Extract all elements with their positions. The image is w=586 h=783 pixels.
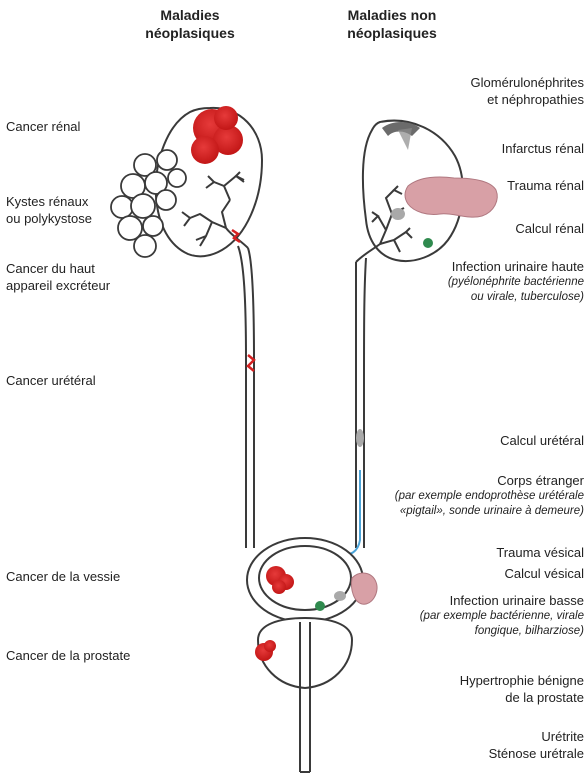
label-line: appareil excréteur <box>6 278 111 293</box>
label-line: Infection urinaire basse <box>449 593 584 608</box>
right-calyx-cups <box>371 185 413 239</box>
label-line: «pigtail», sonde urinaire à demeure) <box>399 505 584 517</box>
label-line: Infarctus rénal <box>501 141 584 156</box>
label-trauma-renal: Trauma rénal <box>507 177 584 194</box>
label-cancer-renal: Cancer rénal <box>6 118 80 135</box>
label-line: Urétrite <box>541 729 584 744</box>
left-ureter <box>247 247 255 548</box>
header-line: Maladies non <box>347 7 437 23</box>
ureteral-calculus <box>356 429 364 447</box>
header-line: Maladies <box>160 7 220 23</box>
label-line: Corps étranger <box>497 473 584 488</box>
label-line: Cancer de la prostate <box>6 648 131 663</box>
label-line: Calcul rénal <box>515 221 584 236</box>
label-trauma-vesical: Trauma vésical <box>496 544 584 561</box>
upper-tract-tumor <box>231 228 241 244</box>
label-infection-basse: Infection urinaire basse (par exemple ba… <box>420 592 584 639</box>
label-cancer-ureteral: Cancer urétéral <box>6 372 96 389</box>
left-ureter-inner <box>237 245 247 548</box>
label-line: Cancer de la vessie <box>6 569 121 584</box>
label-calcul-vesical: Calcul vésical <box>505 565 584 582</box>
label-line: (par exemple bactérienne, virale <box>419 610 584 622</box>
label-line: Calcul vésical <box>504 566 584 581</box>
label-line: Trauma rénal <box>507 178 584 193</box>
bladder-calculus <box>334 591 346 601</box>
label-line: et néphropathies <box>487 92 584 107</box>
label-line: Cancer du haut <box>6 261 95 276</box>
label-cancer-haut-appareil: Cancer du haut appareil excréteur <box>6 260 110 294</box>
right-ureter-outer <box>363 257 367 548</box>
header-neoplastic: Maladies néoplasiques <box>115 6 265 42</box>
label-line: Hypertrophie bénigne <box>459 673 584 688</box>
label-line: Trauma vésical <box>496 545 584 560</box>
upper-infection-dot <box>423 238 433 248</box>
label-line: (par exemple endoprothèse urétérale <box>394 490 584 502</box>
left-calyx-cups <box>181 171 245 227</box>
urethra <box>299 622 311 772</box>
label-glomerulonephrites: Glomérulonéphrites et néphropathies <box>471 74 584 108</box>
renal-trauma <box>404 176 498 218</box>
renal-calculus <box>391 208 405 220</box>
label-calcul-ureteral: Calcul urétéral <box>500 432 584 449</box>
label-corps-etranger: Corps étranger (par exemple endoprothèse… <box>395 472 584 519</box>
kidney-cysts <box>110 149 187 258</box>
label-infarctus-renal: Infarctus rénal <box>502 140 584 157</box>
label-line: Calcul urétéral <box>500 433 584 448</box>
label-uretrite: Urétrite Sténose urétrale <box>489 728 584 762</box>
label-line: de la prostate <box>505 690 584 705</box>
infarct-zone <box>398 128 412 150</box>
label-line: (pyélonéphrite bactérienne <box>447 276 584 288</box>
bladder-inner <box>258 545 352 611</box>
header-line: néoplasiques <box>347 25 437 41</box>
bladder-trauma <box>351 572 378 605</box>
label-cancer-prostate: Cancer de la prostate <box>6 647 130 664</box>
label-line: Sténose urétrale <box>488 746 584 761</box>
label-line: Glomérulonéphrites <box>470 75 584 90</box>
label-line: Kystes rénaux <box>6 194 89 209</box>
right-renal-pelvis <box>355 189 407 263</box>
prostate-outline <box>256 616 354 690</box>
label-line: Cancer rénal <box>6 119 81 134</box>
label-kystes-renaux: Kystes rénaux ou polykystose <box>6 193 92 227</box>
label-hypertrophie-prostate: Hypertrophie bénigne de la prostate <box>460 672 584 706</box>
label-line: ou virale, tuberculose) <box>470 291 584 303</box>
kidney-tumor <box>191 106 243 164</box>
label-cancer-vessie: Cancer de la vessie <box>6 568 120 585</box>
label-infection-haute: Infection urinaire haute (pyélonéphrite … <box>448 258 584 305</box>
bladder-tumor <box>266 566 294 594</box>
prostate-tumor <box>255 640 276 661</box>
left-renal-pelvis <box>189 174 249 249</box>
header-non-neoplastic: Maladies non néoplasiques <box>317 6 467 42</box>
label-line: Cancer urétéral <box>6 373 96 388</box>
lower-infection-dot <box>315 601 325 611</box>
label-line: Infection urinaire haute <box>451 259 584 274</box>
ureteral-stent <box>341 470 361 556</box>
ureteral-tumor <box>246 354 256 372</box>
label-line: ou polykystose <box>6 211 92 226</box>
label-line: fongique, bilharziose) <box>474 625 584 637</box>
header-line: néoplasiques <box>145 25 235 41</box>
label-calcul-renal: Calcul rénal <box>515 220 584 237</box>
